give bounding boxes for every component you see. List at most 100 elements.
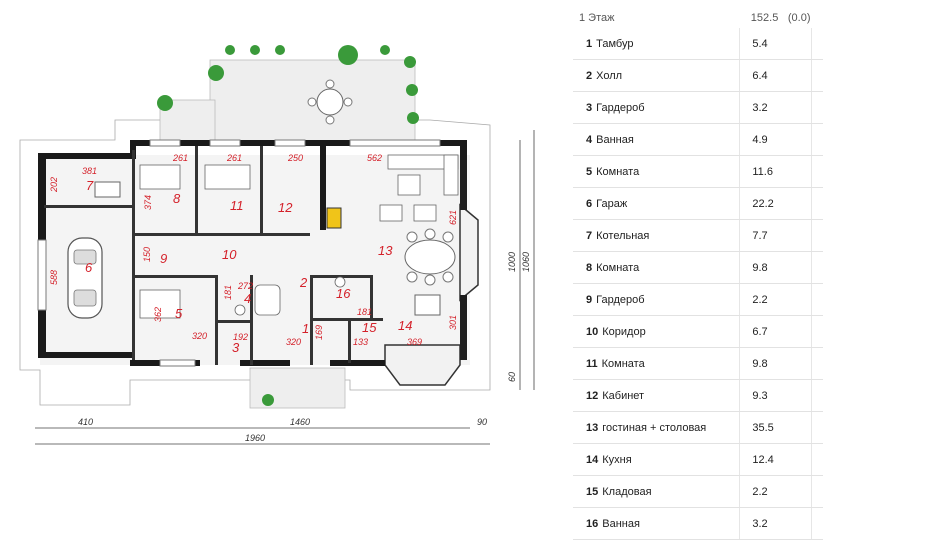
boiler [94,181,121,198]
room-number: 3 [586,101,593,114]
terrace-table [307,79,353,125]
room-number-label: 12 [278,200,293,215]
dimension-label: 150 [142,247,152,262]
room-name: Холл [596,69,623,82]
room-number-label: 6 [85,260,93,275]
room-number: 7 [586,229,593,242]
dimension-label: 181 [357,307,372,317]
floor-label: 1 Этаж [579,12,615,24]
windows [37,139,441,367]
room-area: 3.2 [740,508,812,539]
dimension-label: 374 [143,195,153,210]
dimension-label: 133 [353,337,368,347]
room-number: 4 [586,133,593,146]
interior-walls [44,146,383,365]
room-number: 15 [586,485,599,498]
room-name: Кухня [602,453,632,466]
room-number-label: 7 [86,178,94,193]
dining-table [404,228,456,286]
dimension-label: 202 [49,177,59,193]
room-number: 14 [586,453,599,466]
dim-right-small: 60 [507,372,517,382]
dimension-label: 261 [172,153,188,163]
dimension-label: 250 [287,153,303,163]
room-number-label: 9 [160,251,167,266]
room-area: 35.5 [740,412,812,443]
room-name: Кладовая [602,485,652,498]
tree-icons [157,45,419,406]
dim-bottom-left: 410 [78,417,93,427]
room-area: 12.4 [740,444,812,475]
room-name: Комната [596,165,640,178]
floor-extra-area: (0.0) [787,12,811,24]
room-area: 6.4 [740,60,812,91]
room-number-label: 16 [336,286,351,301]
room-area: 6.7 [740,316,812,347]
room-name: Комната [596,261,640,274]
kitchen-hob [414,294,441,316]
dimension-label: 261 [226,153,242,163]
fireplace [326,207,342,229]
room-number-label: 11 [230,198,244,213]
room-number: 6 [586,197,593,210]
room-area: 22.2 [740,188,812,219]
bathroom-fixtures [234,276,346,316]
dimension-label: 369 [407,337,422,347]
dimension-lines [35,130,535,445]
room-area: 4.9 [740,124,812,155]
dimension-label: 562 [367,153,382,163]
dimension-label: 272 [237,281,253,291]
room-name: Гараж [596,197,628,210]
dimension-label: 621 [448,210,458,225]
dim-bottom-right: 90 [477,417,487,427]
dimension-label: 320 [286,337,301,347]
living-furniture [379,154,459,222]
dimension-label: 320 [192,331,207,341]
room-area: 11.6 [740,156,812,187]
room-area: 2.2 [740,284,812,315]
dim-bottom-mid: 1460 [290,417,310,427]
room-number-label: 2 [299,275,308,290]
room-number: 13 [586,421,599,434]
bay-window-kitchen [384,344,461,386]
dimension-label: 362 [153,307,163,322]
room-number-label: 13 [378,243,393,258]
room-number: 12 [586,389,599,402]
room-number-label: 8 [173,191,181,206]
room-area: 7.7 [740,220,812,251]
room-number-label: 4 [244,291,251,306]
room-number: 11 [586,357,598,370]
room-area: 9.8 [740,252,812,283]
room-name: Гардероб [596,101,645,114]
room-name: Тамбур [596,37,634,50]
room-number: 9 [586,293,593,306]
dim-right-inner: 1000 [507,252,517,272]
beds [139,164,251,319]
table-header: 1 Этаж 152.5 (0.0) [573,8,823,28]
